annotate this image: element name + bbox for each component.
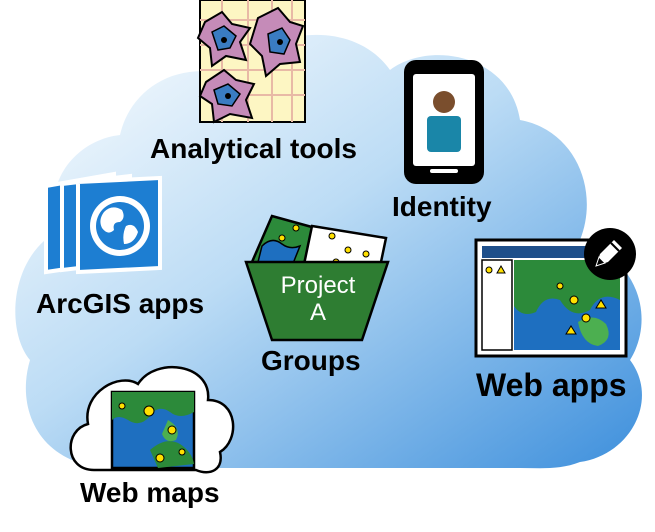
project-label-line1: Project [280, 272, 356, 299]
analytical-tools-label: Analytical tools [150, 133, 357, 164]
web-apps-label: Web apps [476, 367, 627, 403]
map-analysis-icon [196, 0, 306, 124]
web-maps-label: Web maps [80, 477, 220, 508]
group-folder-icon [244, 214, 390, 342]
groups-label: Groups [261, 345, 361, 376]
smartphone-user-icon [404, 60, 484, 184]
pencil-icon [584, 228, 636, 280]
project-folder-text: Project A [262, 272, 374, 326]
project-label-line2: A [309, 299, 326, 326]
identity-label: Identity [392, 191, 492, 222]
arcgis-apps-label: ArcGIS apps [36, 288, 205, 319]
cloud-web-map-icon [69, 365, 235, 474]
arcgis-apps-icon [44, 171, 162, 275]
